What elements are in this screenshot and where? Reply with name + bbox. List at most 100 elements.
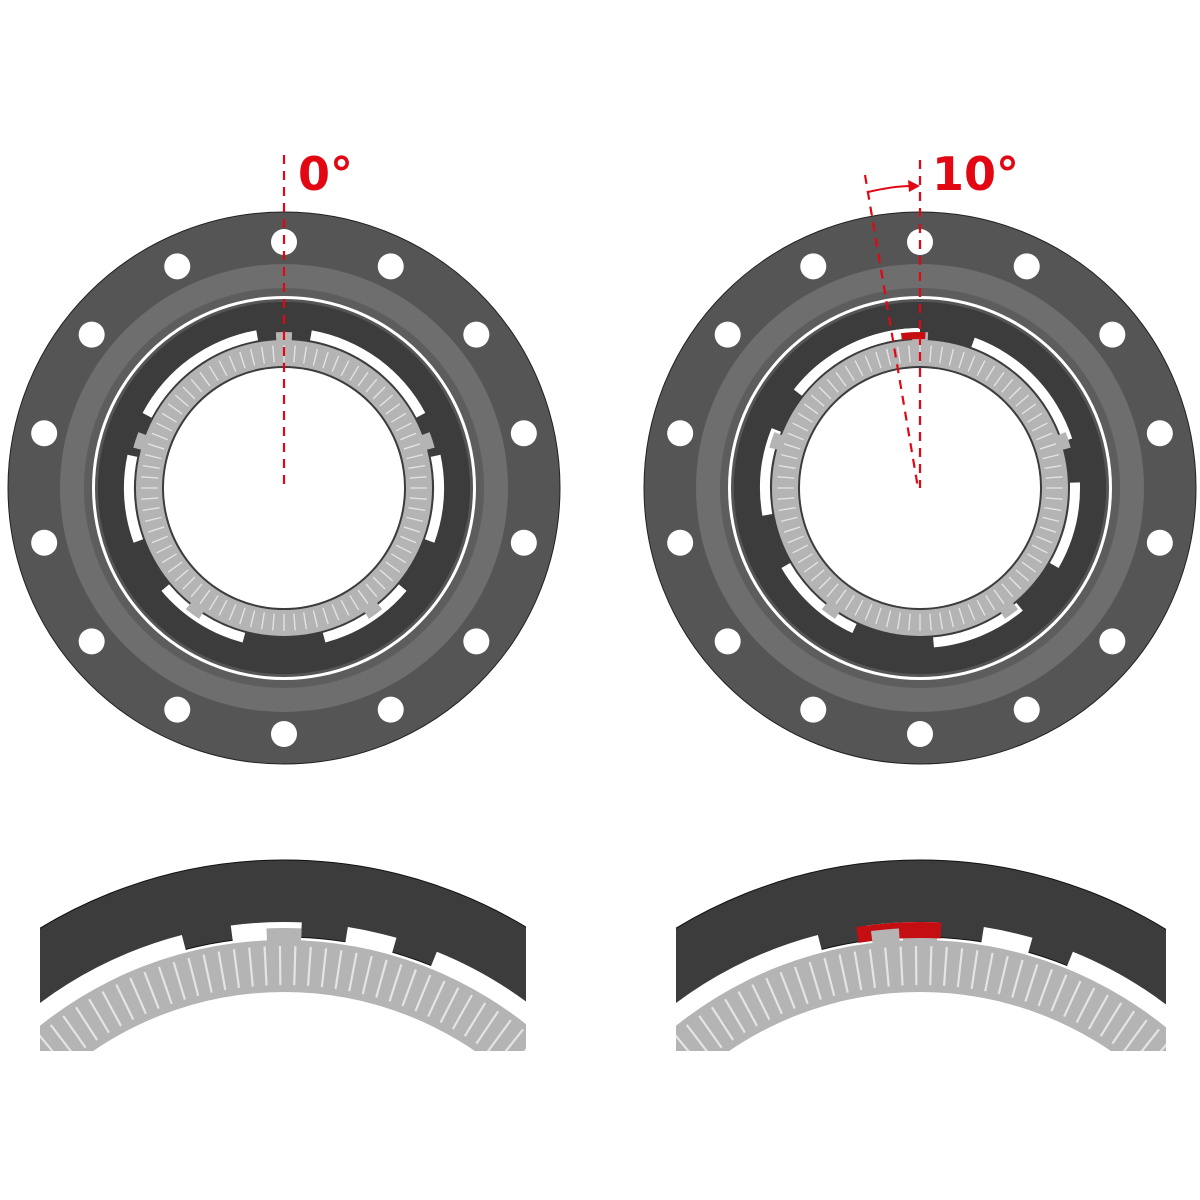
spline-tick	[896, 612, 901, 630]
spline-tick	[970, 950, 979, 990]
spline-tick	[348, 952, 358, 992]
arrowhead-icon	[908, 180, 920, 192]
spline-tick	[228, 355, 237, 372]
spline-tick	[1015, 394, 1030, 407]
carrier-pocket	[971, 337, 1073, 442]
spline-tick	[793, 966, 809, 1005]
spline-tick	[217, 951, 227, 991]
spline-tick	[765, 977, 783, 1015]
spline-tick	[248, 947, 254, 987]
spline-tick	[967, 604, 976, 621]
spline-tick	[174, 569, 189, 582]
spline-tick	[854, 599, 864, 616]
spline-tick	[783, 443, 801, 450]
spline-tooth	[999, 601, 1019, 619]
bolt-hole	[1099, 321, 1126, 348]
spline-tick	[676, 1034, 690, 1051]
spline-tick	[724, 998, 746, 1034]
rotated-reference-line-10	[863, 174, 920, 489]
bolt-hole	[1099, 628, 1126, 655]
spline-tick	[792, 422, 809, 432]
spline-tick	[844, 595, 855, 611]
spline-tick	[823, 957, 836, 997]
bore	[164, 368, 404, 608]
spline-tick	[853, 951, 863, 991]
bolt-hole	[800, 253, 827, 280]
spline-tick	[361, 955, 373, 995]
spline-tick	[475, 1010, 500, 1045]
spline-tick	[864, 355, 873, 372]
spline-tick	[414, 974, 432, 1012]
spline-tick	[167, 561, 183, 573]
spline-tick	[400, 432, 417, 441]
spline-tick	[385, 561, 401, 573]
spline-tick	[875, 607, 882, 625]
spline-tick	[147, 443, 165, 450]
spline-tick	[303, 346, 308, 364]
spline-tick	[272, 345, 275, 363]
spline-tick	[379, 394, 394, 407]
spline-tick	[854, 360, 864, 377]
spline-tick	[929, 946, 933, 986]
spline-tick	[1001, 378, 1014, 393]
spline-tick	[322, 607, 329, 625]
spline-tick	[1031, 422, 1048, 432]
disc-offset	[643, 211, 1197, 765]
spline-tick	[1039, 443, 1057, 450]
spline-tooth	[133, 432, 148, 451]
bolt-hole	[1146, 420, 1173, 447]
spline-tick	[357, 589, 369, 605]
spline-tick	[409, 476, 427, 479]
spline-tick	[835, 589, 847, 605]
spline-tick	[161, 412, 177, 423]
spline-tick	[976, 599, 986, 616]
spline-tick	[899, 946, 904, 986]
bolt-hole	[78, 321, 105, 348]
bolt-hole	[1013, 696, 1040, 723]
bolt-hole	[1013, 253, 1040, 280]
carrier-pocket	[142, 330, 258, 418]
spline-tick	[141, 476, 159, 479]
spline-tick	[49, 1024, 73, 1051]
spline-tick	[144, 453, 162, 460]
carrier-pocket	[1049, 482, 1080, 568]
spline-tick	[956, 948, 964, 988]
spline-tick	[349, 595, 360, 611]
spline-tick	[985, 365, 996, 381]
spline-tick	[1140, 1028, 1160, 1051]
spline-tick	[403, 526, 421, 533]
spline-tick	[810, 569, 825, 582]
angle-label-0: 0°	[298, 147, 353, 201]
spline-tick	[406, 453, 424, 460]
spline-tick	[144, 516, 162, 523]
spline-tick	[293, 946, 297, 986]
spline-section	[676, 940, 1166, 1051]
spline-tick	[463, 1002, 487, 1037]
spline-tick	[147, 526, 165, 533]
spline-tick	[884, 947, 890, 987]
spline-tick	[787, 535, 804, 544]
spline-tick	[372, 386, 386, 400]
spline-tick	[340, 360, 350, 377]
spline-tick	[439, 987, 460, 1024]
spline-tick	[88, 998, 110, 1034]
spline-tick	[408, 507, 426, 512]
spline-tick	[320, 948, 328, 988]
spline-tooth	[266, 927, 302, 943]
spline-tick	[787, 432, 804, 441]
spline-tick	[199, 371, 211, 387]
angle-markers	[282, 155, 922, 489]
rotation-arrow	[867, 185, 913, 193]
spline-tick	[129, 977, 147, 1015]
spline-tick	[75, 1006, 99, 1041]
spline-tick	[365, 583, 378, 598]
spline-tick	[885, 348, 892, 366]
carrier-pocket	[310, 330, 426, 418]
spline-tooth	[821, 601, 841, 619]
spline-tick	[948, 610, 955, 628]
spline-tick	[156, 422, 173, 432]
detail-aligned	[40, 859, 526, 1051]
bolt-hole	[510, 420, 537, 447]
spline-tick	[777, 476, 795, 479]
